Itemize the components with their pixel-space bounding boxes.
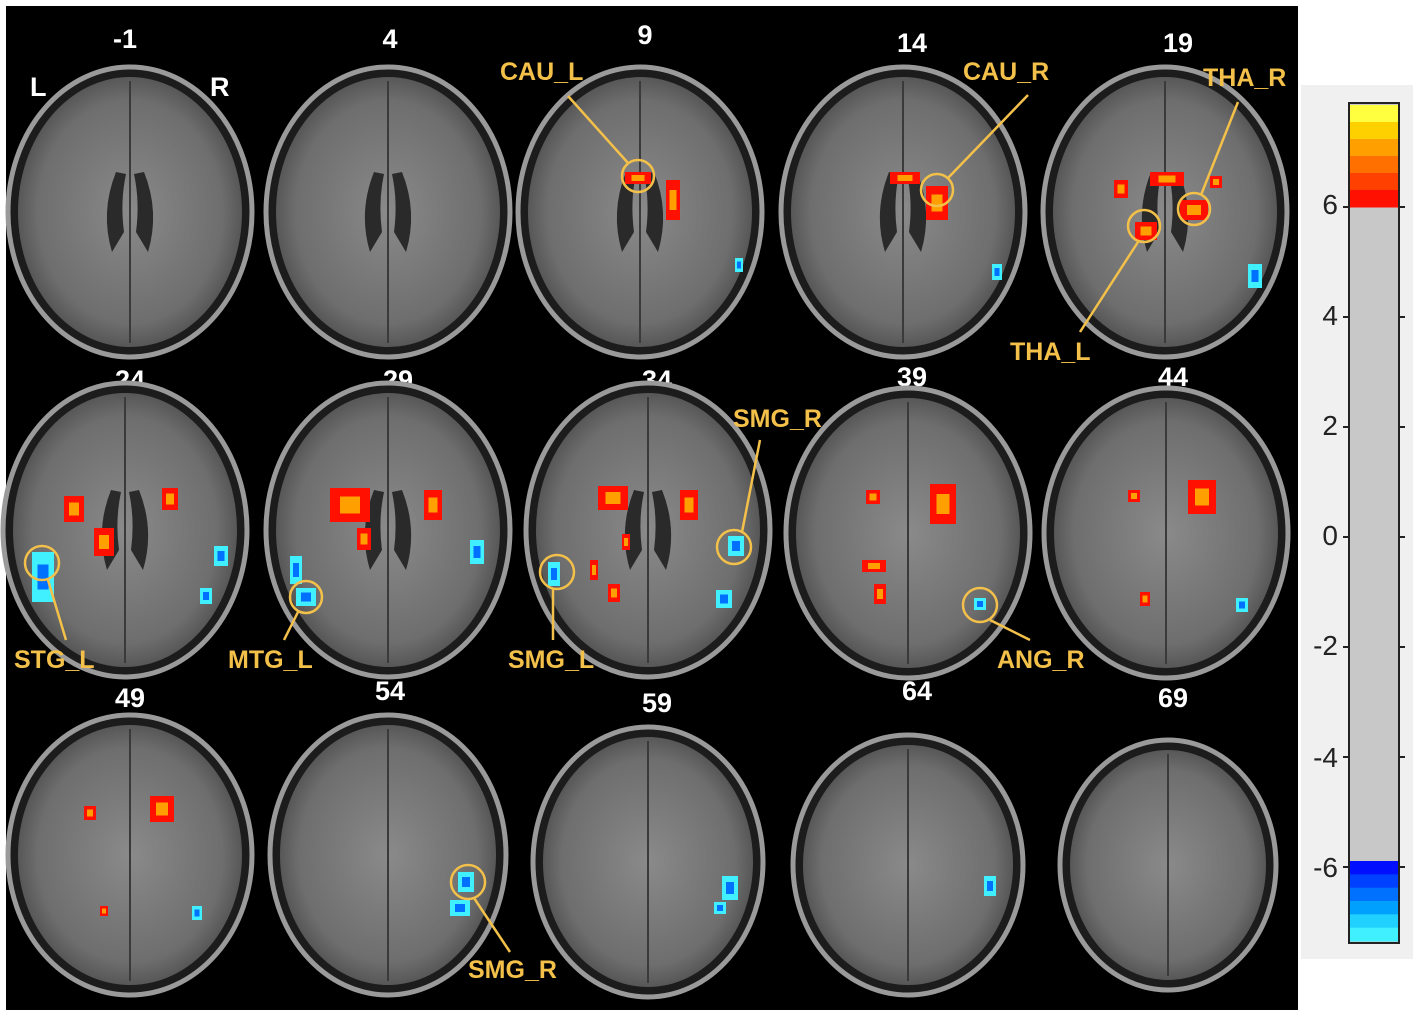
- colorbar-tick-2: 2: [1322, 410, 1338, 441]
- colorbar-cold-band-4: [1350, 914, 1398, 929]
- slice-label-34: 34: [641, 365, 673, 395]
- colorbar-hot-band-4: [1350, 173, 1398, 191]
- right-hemisphere-label: R: [210, 72, 230, 102]
- region-label-mtg-l: MTG_L: [228, 646, 313, 674]
- colorbar-hot-band-3: [1350, 156, 1398, 174]
- left-hemisphere-label: L: [30, 72, 47, 102]
- slice-label-24: 24: [114, 365, 146, 395]
- colorbar-hot-band-1: [1350, 122, 1398, 140]
- colorbar-tick-m4: -4: [1313, 742, 1338, 773]
- colorbar-hot-band-5: [1350, 190, 1398, 208]
- slice-label-54: 54: [374, 676, 406, 706]
- slice-label-69: 69: [1157, 683, 1189, 713]
- colorbar-hot-band-2: [1350, 139, 1398, 157]
- slice-label-19: 19: [1162, 28, 1194, 58]
- colorbar-hot-band-0: [1350, 105, 1398, 123]
- slice-label-64: 64: [901, 676, 933, 706]
- slice-label-9: 9: [637, 20, 653, 50]
- colorbar-tick-4: 4: [1322, 300, 1338, 331]
- slice-label-m1: -1: [112, 24, 137, 54]
- colorbar-tick-m2: -2: [1313, 630, 1338, 661]
- region-label-smg-l: SMG_L: [508, 646, 595, 674]
- slice-label-29: 29: [382, 365, 414, 395]
- region-label-cau-l: CAU_L: [500, 58, 584, 86]
- colorbar-cold-band-5: [1350, 927, 1398, 942]
- colorbar-cold-band-1: [1350, 874, 1398, 889]
- colorbar-tick-0: 0: [1322, 520, 1338, 551]
- brain-slices-panel: [6, 6, 1298, 1010]
- colorbar-bar: [1348, 102, 1400, 944]
- region-label-smg-r-bottom: SMG_R: [468, 956, 557, 984]
- slice-label-59: 59: [641, 688, 673, 718]
- colorbar-cold-band-0: [1350, 861, 1398, 875]
- region-label-ang-r: ANG_R: [997, 646, 1085, 674]
- slice-label-49: 49: [114, 683, 146, 713]
- colorbar: [1343, 102, 1405, 944]
- region-label-stg-l: STG_L: [14, 646, 95, 674]
- region-label-cau-r: CAU_R: [963, 58, 1050, 86]
- colorbar-cold-band-2: [1350, 887, 1398, 902]
- slice-label-39: 39: [896, 362, 928, 392]
- colorbar-cold-band-3: [1350, 901, 1398, 915]
- slice-label-14: 14: [896, 28, 928, 58]
- slice-label-4: 4: [382, 24, 398, 54]
- colorbar-tick-m6: -6: [1313, 852, 1338, 883]
- region-label-tha-l: THA_L: [1010, 338, 1091, 366]
- region-label-smg-r-top: SMG_R: [733, 405, 822, 433]
- region-label-tha-r: THA_R: [1203, 64, 1287, 92]
- colorbar-tick-6: 6: [1322, 189, 1338, 220]
- slice-label-44: 44: [1157, 362, 1189, 392]
